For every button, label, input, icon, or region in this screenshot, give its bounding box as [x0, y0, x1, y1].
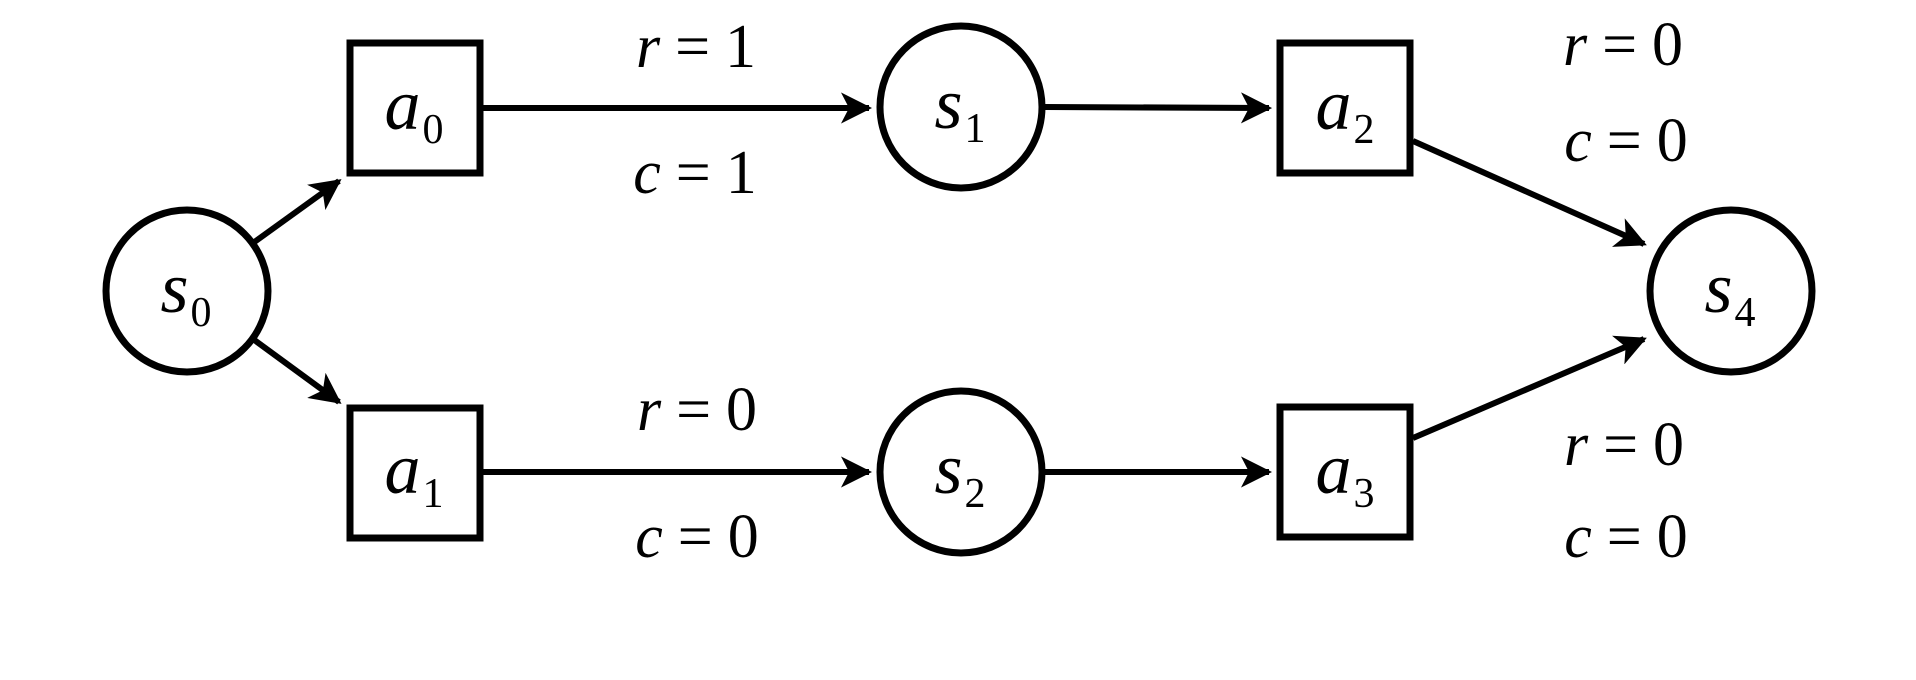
- reward-symbol: r: [1562, 11, 1588, 79]
- edge-a2-s4: [1411, 138, 1647, 247]
- cost-symbol: c: [1564, 503, 1592, 571]
- equals-sign: =: [1602, 11, 1638, 79]
- edge-label-a3-s4-reward: r=0: [1564, 414, 1684, 476]
- node-label-a3: a3: [1316, 433, 1375, 515]
- node-label-a1: a1: [385, 433, 444, 515]
- cost-symbol: c: [633, 139, 661, 207]
- node-label-s4-sub: 4: [1734, 290, 1756, 336]
- edge-label-a0-s1-cost: c=1: [633, 142, 757, 204]
- action-node-a0: [346, 39, 484, 177]
- equals-sign: =: [677, 503, 713, 571]
- edge-label-a0-s1-reward: r=1: [636, 16, 756, 78]
- equals-sign: =: [675, 139, 711, 207]
- edge-label-a1-s2-reward: r=0: [637, 379, 757, 441]
- node-label-a1-sub: 1: [422, 471, 444, 517]
- equals-sign: =: [1606, 503, 1642, 571]
- action-node-a2: [1276, 39, 1414, 177]
- cost-value: 0: [1656, 107, 1688, 175]
- action-node-a1: [346, 404, 484, 542]
- node-label-a1-base: a: [384, 429, 421, 509]
- node-label-s4: s4: [1704, 252, 1755, 334]
- edge-label-a2-s4-reward: r=0: [1563, 14, 1683, 76]
- state-node-s2: [876, 387, 1046, 557]
- edge-label-a1-s2-cost: c=0: [635, 506, 759, 568]
- edge-label-a3-s4-cost: c=0: [1564, 506, 1688, 568]
- cost-value: 1: [725, 139, 757, 207]
- cost-symbol: c: [1564, 107, 1592, 175]
- equals-sign: =: [676, 376, 712, 444]
- node-label-a0-sub: 0: [422, 107, 444, 153]
- edge-a3-s4: [1411, 335, 1647, 441]
- reward-symbol: r: [636, 376, 662, 444]
- node-label-a3-sub: 3: [1353, 471, 1375, 517]
- node-label-a3-base: a: [1315, 429, 1352, 509]
- node-label-s2: s2: [934, 433, 985, 515]
- state-node-s0: [102, 206, 272, 376]
- state-node-s4: [1646, 206, 1816, 376]
- node-label-s0-base: s: [160, 248, 189, 328]
- edge-s1-a2: [1044, 92, 1273, 124]
- reward-value: 0: [1653, 411, 1685, 479]
- equals-sign: =: [1603, 411, 1639, 479]
- edge-s0-a1: [251, 336, 342, 405]
- reward-symbol: r: [635, 13, 661, 81]
- node-label-s4-base: s: [1704, 248, 1733, 328]
- node-label-s1-sub: 1: [964, 106, 986, 152]
- node-label-a0-base: a: [384, 65, 421, 145]
- node-label-a2-sub: 2: [1353, 107, 1375, 153]
- edge-s0-a0: [251, 178, 342, 246]
- node-label-s0-sub: 0: [190, 290, 212, 336]
- reward-value: 1: [725, 13, 757, 81]
- state-node-s1: [876, 22, 1046, 192]
- equals-sign: =: [1606, 107, 1642, 175]
- reward-value: 0: [1652, 11, 1684, 79]
- node-label-a2-base: a: [1315, 65, 1352, 145]
- node-label-a0: a0: [385, 69, 444, 151]
- cost-symbol: c: [635, 503, 663, 571]
- action-node-a3: [1276, 403, 1414, 541]
- node-label-s2-sub: 2: [964, 471, 986, 517]
- equals-sign: =: [675, 13, 711, 81]
- node-label-s2-base: s: [934, 429, 963, 509]
- node-label-s1-base: s: [934, 64, 963, 144]
- node-label-a2: a2: [1316, 69, 1375, 151]
- cost-value: 0: [1656, 503, 1688, 571]
- reward-symbol: r: [1563, 411, 1589, 479]
- node-label-s1: s1: [934, 68, 985, 150]
- reward-value: 0: [726, 376, 758, 444]
- node-label-s0: s0: [160, 252, 211, 334]
- edge-label-a2-s4-cost: c=0: [1564, 110, 1688, 172]
- cost-value: 0: [727, 503, 759, 571]
